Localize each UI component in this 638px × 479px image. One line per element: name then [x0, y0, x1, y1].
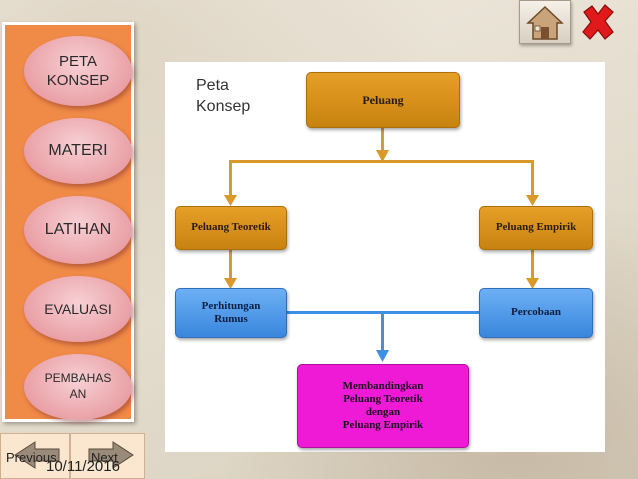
- node-perhitungan-rumus-label: Perhitungan Rumus: [201, 299, 261, 325]
- close-button[interactable]: [578, 2, 618, 42]
- home-icon: [526, 5, 564, 40]
- home-button[interactable]: [519, 0, 571, 44]
- connector-right-child-down: [531, 247, 534, 285]
- menu-evaluasi-button[interactable]: EVALUASI: [24, 276, 132, 342]
- node-peluang: Peluang: [306, 72, 460, 128]
- arrowhead-left-child: [224, 195, 237, 206]
- next-label: Next: [91, 450, 118, 465]
- node-percobaan: Percobaan: [479, 288, 593, 338]
- previous-label: Previous: [6, 450, 57, 465]
- arrowhead-root: [376, 150, 389, 162]
- menu-evaluasi-label: EVALUASI: [44, 300, 112, 317]
- node-perhitungan-rumus: Perhitungan Rumus: [175, 288, 287, 338]
- node-peluang-empirik: Peluang Empirik: [479, 206, 593, 250]
- connector-blue-down: [381, 311, 384, 357]
- connector-to-right-child: [531, 160, 534, 202]
- node-peluang-teoretik-label: Peluang Teoretik: [191, 221, 271, 234]
- date-label: 10/11/2016: [46, 458, 120, 475]
- arrowhead-right-child: [526, 195, 539, 206]
- arrow-right-icon: [88, 441, 134, 469]
- previous-button[interactable]: Previous: [0, 433, 70, 479]
- arrowhead-left-leaf: [224, 278, 237, 289]
- close-icon: [582, 4, 614, 40]
- menu-latihan-button[interactable]: LATIHAN: [24, 196, 132, 264]
- arrow-left-icon: [14, 441, 60, 469]
- menu-pembahasan-button[interactable]: PEMBAHAS AN: [24, 354, 132, 420]
- menu-materi-label: MATERI: [48, 141, 108, 159]
- connector-left-child-down: [229, 247, 232, 285]
- connector-to-left-child: [229, 160, 232, 202]
- arrowhead-result: [376, 350, 389, 362]
- menu-latihan-label: LATIHAN: [44, 220, 112, 238]
- menu-materi-button[interactable]: MATERI: [24, 118, 132, 184]
- connector-horizontal-top: [229, 160, 534, 163]
- menu-pembahasan-label: PEMBAHAS AN: [44, 371, 112, 401]
- content-title: Peta Konsep: [196, 77, 251, 115]
- node-membandingkan: Membandingkan Peluang Teoretik dengan Pe…: [297, 364, 469, 448]
- connector-root-down: [381, 128, 384, 162]
- node-peluang-empirik-label: Peluang Empirik: [495, 221, 577, 234]
- node-peluang-label: Peluang: [362, 92, 404, 107]
- node-peluang-teoretik: Peluang Teoretik: [175, 206, 287, 250]
- node-percobaan-label: Percobaan: [511, 306, 561, 319]
- menu-peta-konsep-label: PETA KONSEP: [46, 52, 110, 90]
- menu-peta-konsep-button[interactable]: PETA KONSEP: [24, 36, 132, 106]
- arrowhead-right-leaf: [526, 278, 539, 289]
- node-membandingkan-label: Membandingkan Peluang Teoretik dengan Pe…: [342, 379, 424, 432]
